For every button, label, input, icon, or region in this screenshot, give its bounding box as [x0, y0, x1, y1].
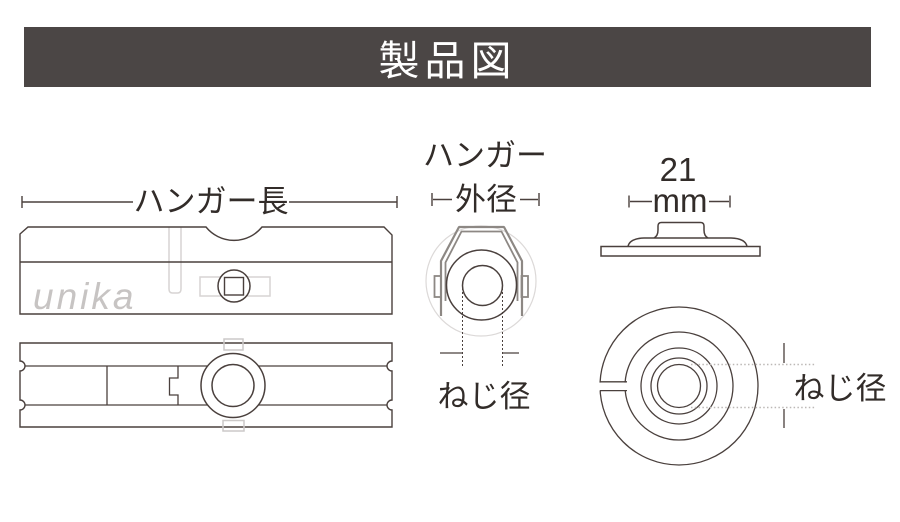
flange-slot-lines: [600, 381, 627, 392]
brand-text: unika: [33, 276, 136, 317]
hanger-side-view: ハンガー長 unika: [19, 184, 398, 317]
screw-hole-circle: [217, 269, 251, 303]
anchor-slot: [168, 227, 182, 294]
hanger-profile-outer: [439, 225, 524, 316]
page-title: 製品図: [378, 38, 517, 84]
dimension-tick: [431, 193, 540, 206]
hanger-od-label-line2: 外径: [455, 182, 517, 217]
hanger-od-label-line1: ハンガー: [423, 138, 547, 173]
plan-tab-top: [223, 338, 244, 351]
width-unit-label: mm: [653, 182, 708, 219]
plan-key-notch: [168, 366, 179, 405]
hanger-length-dimension: ハンガー長: [21, 184, 398, 219]
flange-circle-4: [650, 357, 708, 415]
screw-dashed-lines: [462, 288, 503, 368]
hanger-end-view: ハンガー 外径 ねじ径: [423, 138, 547, 414]
flange-base-plate: [600, 245, 761, 257]
width-dimension: mm: [628, 182, 731, 219]
hanger-profile-inner: [444, 230, 519, 301]
flange-dome: [627, 237, 748, 247]
side-tab-left: [433, 275, 442, 298]
width-value-label: 21: [660, 151, 697, 188]
slot-cutout: [596, 382, 628, 391]
title-banner: 製品図: [24, 27, 871, 87]
flange-boss: [653, 221, 709, 239]
plan-tab-bottom: [222, 419, 245, 432]
side-view-outline: [19, 226, 393, 315]
flange-circle-inner: [656, 363, 702, 409]
screw-diameter-label-right: ねじ径: [794, 371, 887, 406]
hanger-length-label: ハンガー長: [134, 184, 289, 219]
dimension-tick: [628, 195, 731, 208]
side-tab-right: [520, 275, 529, 298]
flange-circle-3: [640, 347, 718, 425]
hanger-plan-view: [19, 338, 393, 432]
hanger-od-dimension: 外径: [431, 182, 540, 217]
screw-drive-square: [223, 276, 245, 296]
flange-side-view: 21 mm: [600, 151, 761, 257]
flange-plan-view: ねじ径: [596, 306, 887, 466]
screw-circle: [461, 264, 504, 307]
plan-view-outline: [19, 342, 393, 428]
screw-diameter-label-middle: ねじ径: [438, 379, 531, 414]
washer-inner-circle: [211, 363, 255, 408]
